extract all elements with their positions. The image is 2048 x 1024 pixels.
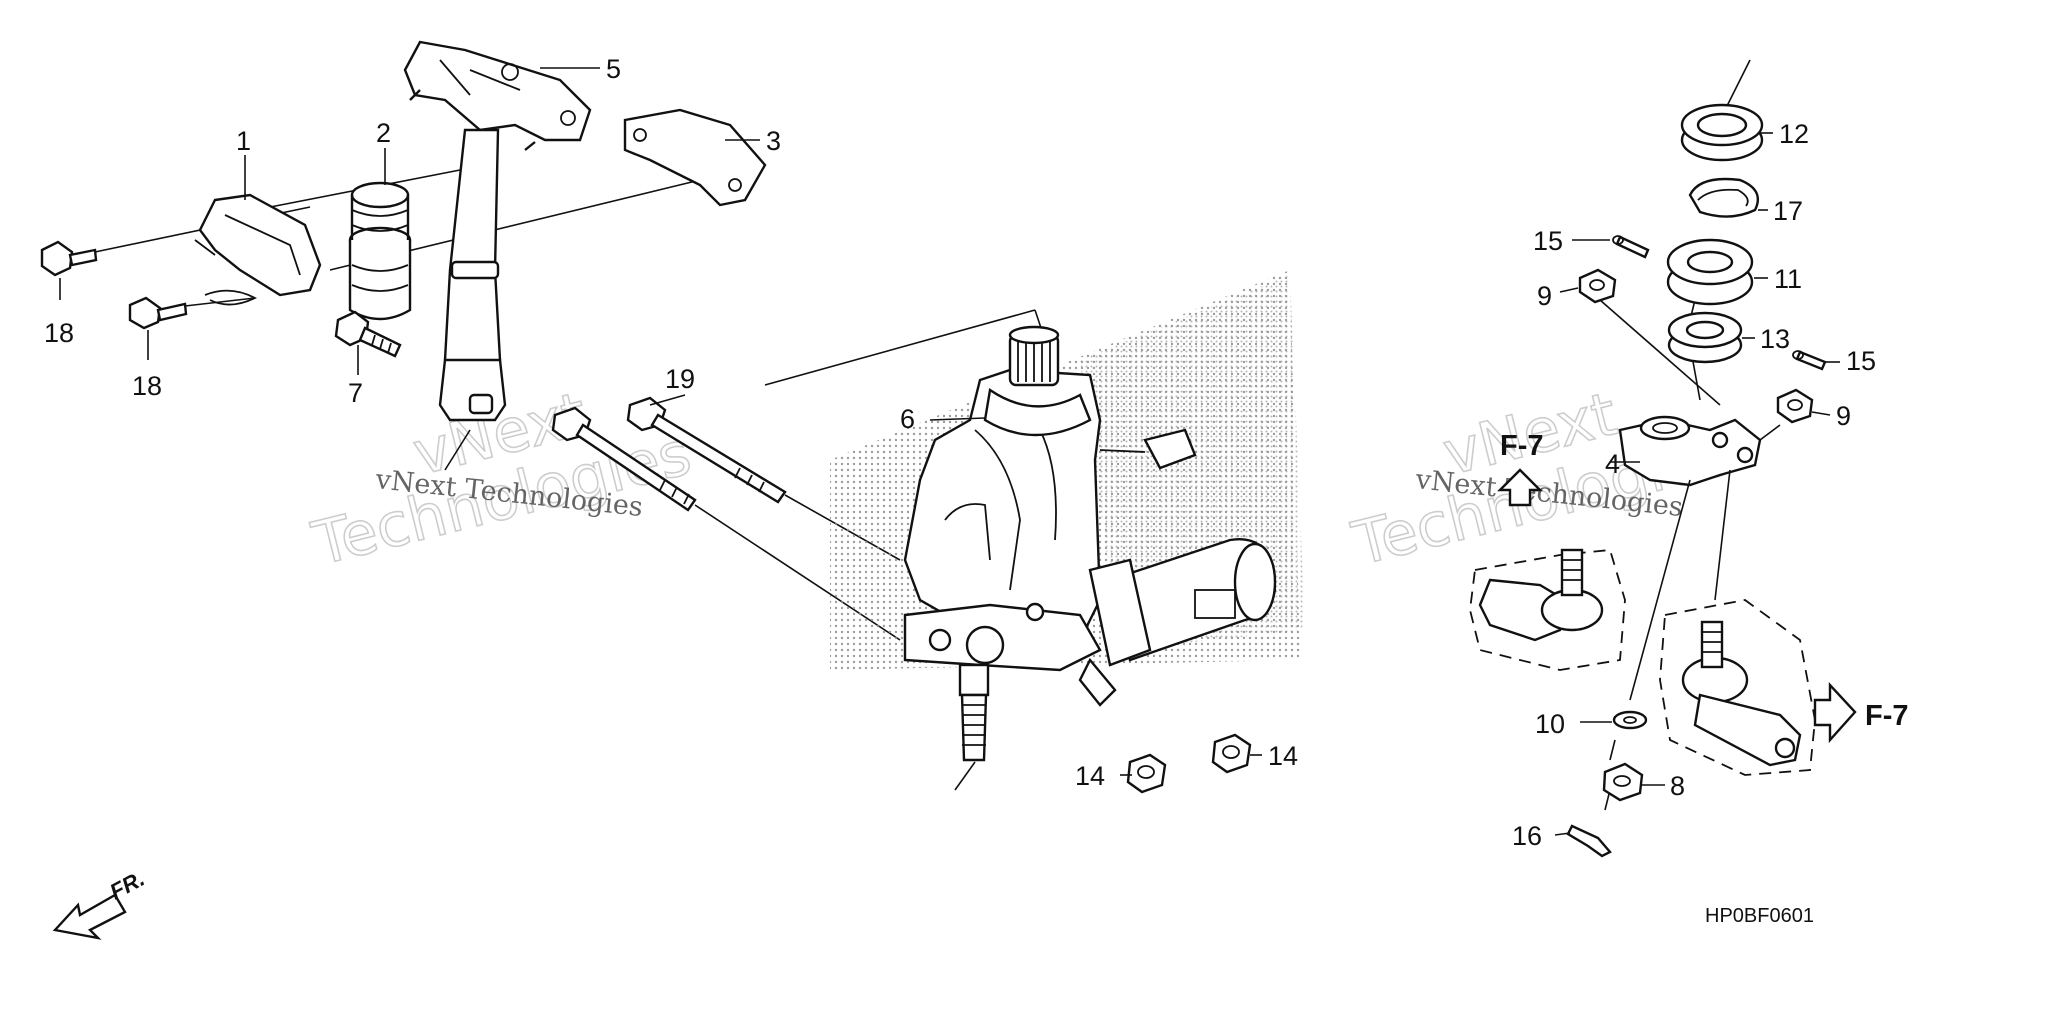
callout-18-b: 18 bbox=[132, 371, 162, 401]
callout-2: 2 bbox=[376, 118, 391, 148]
column-top-bracket bbox=[403, 40, 592, 142]
rubber-grommet bbox=[348, 181, 412, 321]
nut-9-b bbox=[1776, 388, 1814, 424]
callout-7: 7 bbox=[348, 378, 363, 408]
diagram-code: HP0BF0601 bbox=[1705, 905, 1814, 927]
bolt-18-a bbox=[40, 240, 98, 277]
clamp-plate bbox=[623, 108, 767, 207]
oil-seal-12 bbox=[1680, 103, 1764, 162]
pitman-arm-4 bbox=[1618, 415, 1762, 487]
bolt-7 bbox=[334, 310, 402, 358]
flange-nut-14-b bbox=[1211, 733, 1252, 774]
callout-15-a: 15 bbox=[1533, 226, 1563, 256]
callout-13: 13 bbox=[1760, 324, 1790, 354]
callout-5: 5 bbox=[606, 54, 621, 84]
callout-14-b: 14 bbox=[1268, 741, 1298, 771]
bearing-11 bbox=[1666, 238, 1754, 306]
lower-bracket bbox=[198, 193, 322, 297]
callout-1: 1 bbox=[236, 126, 251, 156]
cotter-pin-15-a bbox=[1612, 235, 1650, 259]
steering-column-group bbox=[40, 40, 767, 471]
callout-3: 3 bbox=[766, 126, 781, 156]
leader-lines bbox=[59, 67, 1840, 836]
callout-6: 6 bbox=[900, 404, 915, 434]
long-bolts bbox=[551, 396, 901, 641]
callout-12: 12 bbox=[1779, 119, 1809, 149]
tie-rod-end-left bbox=[1469, 548, 1626, 671]
power-steering-unit bbox=[764, 270, 1305, 791]
f7-reference-arrow-right bbox=[1813, 681, 1857, 744]
callout-16: 16 bbox=[1512, 821, 1542, 851]
castle-nut-8 bbox=[1602, 762, 1644, 802]
f7-label-right: F-7 bbox=[1865, 700, 1909, 732]
callouts: 1 2 3 4 5 6 7 8 9 9 10 11 12 13 14 14 15… bbox=[44, 54, 1909, 851]
callout-14-a: 14 bbox=[1075, 761, 1105, 791]
callout-19: 19 bbox=[665, 364, 695, 394]
callout-18-a: 18 bbox=[44, 318, 74, 348]
tie-rod-end-right bbox=[1659, 599, 1816, 776]
nut-9-a bbox=[1578, 268, 1617, 304]
bearing-stack bbox=[1599, 59, 1781, 811]
f7-label-left: F-7 bbox=[1500, 430, 1544, 462]
cotter-pin-16 bbox=[1566, 824, 1612, 858]
callout-10: 10 bbox=[1535, 709, 1565, 739]
front-arrow-icon bbox=[52, 893, 127, 940]
flange-nut-14-a bbox=[1126, 753, 1167, 794]
callout-9-b: 9 bbox=[1836, 401, 1851, 431]
cotter-pin-15-b bbox=[1792, 350, 1827, 371]
callout-17: 17 bbox=[1773, 196, 1803, 226]
callout-15-b: 15 bbox=[1846, 346, 1876, 376]
front-direction-indicator: FR. bbox=[52, 866, 149, 940]
f7-reference-arrow-left bbox=[1497, 468, 1543, 507]
callout-11: 11 bbox=[1774, 264, 1802, 294]
washer-10 bbox=[1612, 710, 1648, 730]
callout-4: 4 bbox=[1605, 449, 1620, 479]
bolt-18-b bbox=[128, 296, 188, 330]
callout-9-a: 9 bbox=[1537, 281, 1552, 311]
callout-8: 8 bbox=[1670, 771, 1685, 801]
snap-ring-17 bbox=[1688, 177, 1760, 218]
seal-13 bbox=[1667, 311, 1743, 364]
